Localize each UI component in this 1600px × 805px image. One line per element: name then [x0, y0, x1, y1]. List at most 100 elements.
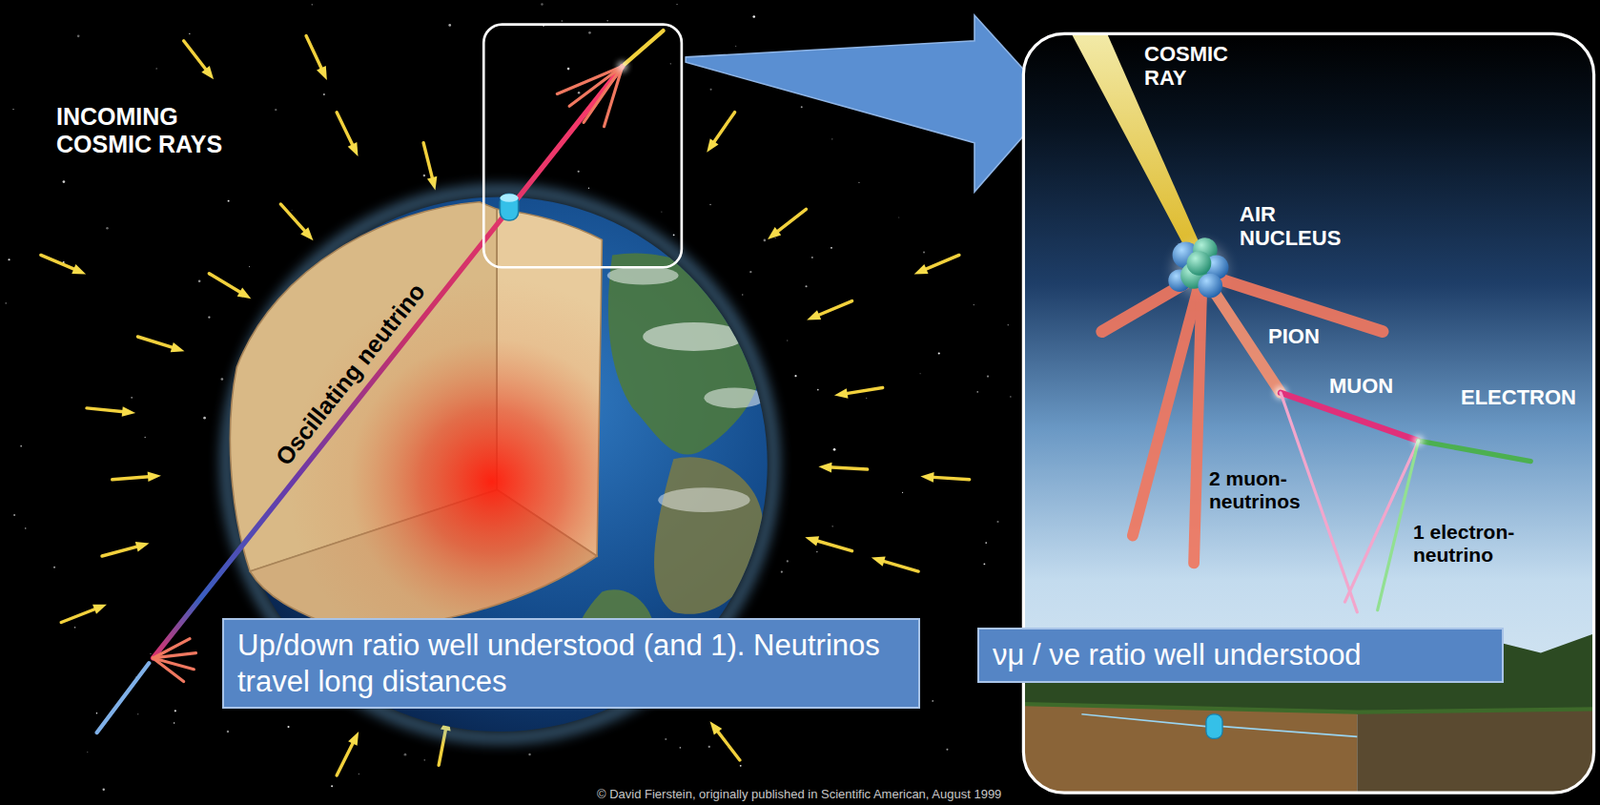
star	[567, 67, 571, 71]
zoom-arrow	[685, 15, 1053, 192]
star	[423, 174, 426, 177]
lower-interaction	[97, 638, 197, 733]
cosmic-ray-arrow	[61, 607, 99, 622]
cosmic-ray-arrowhead	[706, 138, 718, 152]
star	[741, 293, 743, 295]
star	[448, 23, 452, 27]
cosmic-ray-arrowhead	[427, 176, 437, 191]
star	[938, 351, 941, 354]
star	[588, 31, 592, 35]
particle-label: MUON	[1329, 373, 1394, 398]
cosmic-ray-arrowhead	[300, 226, 313, 241]
cosmic-ray-arrowhead	[71, 264, 86, 274]
star	[13, 513, 16, 516]
star	[811, 256, 814, 259]
zoom-frame	[624, 30, 664, 64]
shower-panel	[1356, 708, 1594, 793]
star	[221, 377, 225, 381]
copyright-note: © David Fierstein, originally published …	[596, 787, 1002, 802]
star	[173, 721, 175, 723]
star	[528, 753, 531, 756]
shower-panel	[1081, 714, 1207, 727]
star	[606, 20, 609, 22]
earth-globe	[703, 387, 765, 408]
cosmic-ray-arrow	[880, 559, 919, 572]
zoom-frame	[556, 66, 622, 95]
star	[323, 93, 326, 96]
cosmic-ray-arrow	[920, 471, 969, 483]
star	[358, 773, 360, 775]
cosmic-ray-arrow	[137, 336, 185, 352]
cosmic-ray-arrow	[706, 112, 735, 153]
star	[710, 88, 713, 91]
star	[976, 390, 979, 393]
star	[588, 187, 590, 189]
cosmic-ray-arrow	[775, 208, 807, 234]
cosmic-ray-arrow	[306, 35, 324, 72]
cosmic-ray-arrow	[815, 301, 853, 317]
star	[105, 226, 108, 229]
cosmic-ray-arrow	[336, 731, 359, 776]
star	[800, 105, 803, 108]
star	[24, 527, 26, 529]
star	[831, 138, 833, 140]
star	[423, 758, 426, 761]
particle-label: 2 muon-neutrinos	[1209, 467, 1310, 513]
star	[198, 279, 202, 283]
star	[780, 570, 783, 573]
star	[996, 520, 999, 523]
cosmic-ray-arrowhead	[348, 142, 359, 157]
star	[830, 246, 833, 249]
callout-text: Up/down ratio well understood (and 1). N…	[237, 627, 905, 698]
shower-panel	[1102, 273, 1383, 564]
zoom-frame	[616, 61, 628, 72]
star	[561, 20, 563, 21]
cosmic-ray-arrow	[834, 387, 883, 398]
cosmic-ray-arrow	[41, 254, 78, 270]
star	[902, 492, 903, 493]
star	[986, 374, 989, 377]
star	[775, 237, 777, 239]
cosmic-ray-arrow	[280, 204, 313, 241]
star	[227, 200, 230, 203]
star	[786, 339, 789, 342]
neutrino-path	[499, 193, 518, 221]
cosmic-ray-arrow	[102, 545, 141, 556]
cosmic-ray-arrowhead	[201, 65, 214, 80]
star	[752, 15, 756, 19]
star	[804, 285, 807, 288]
cosmic-ray-arrowhead	[237, 287, 252, 299]
star	[248, 266, 250, 267]
star	[676, 3, 677, 5]
callout-box: Up/down ratio well understood (and 1). N…	[222, 617, 921, 709]
star	[149, 653, 151, 655]
star	[709, 204, 712, 206]
cosmic-ray-arrow	[112, 475, 153, 479]
cosmic-ray-arrowhead	[834, 388, 849, 399]
star	[832, 525, 834, 527]
cosmic-ray-arrow	[818, 462, 867, 473]
cosmic-ray-arrow	[41, 254, 86, 274]
star	[931, 699, 934, 702]
star	[664, 738, 667, 740]
zoom-frame	[483, 24, 682, 268]
shower-panel	[1023, 703, 1594, 713]
cosmic-ray-arrow	[102, 541, 150, 556]
shower-panel	[1193, 273, 1203, 564]
star	[207, 316, 210, 319]
shower-panel	[1344, 440, 1418, 602]
star	[1006, 324, 1009, 327]
particle-label: ELECTRON	[1460, 385, 1577, 410]
particle-label: 1 electron-neutrino	[1413, 520, 1533, 567]
cosmic-ray-arrow	[712, 112, 736, 145]
star	[290, 208, 293, 211]
star	[865, 397, 867, 399]
star	[983, 562, 985, 565]
star	[53, 566, 56, 569]
cosmic-ray-arrow	[871, 555, 919, 572]
shower-panel	[1197, 273, 1223, 299]
cosmic-ray-arrowhead	[710, 720, 723, 735]
star	[12, 108, 14, 110]
cosmic-ray-arrowhead	[920, 471, 934, 483]
particle-label: PION	[1268, 324, 1320, 349]
